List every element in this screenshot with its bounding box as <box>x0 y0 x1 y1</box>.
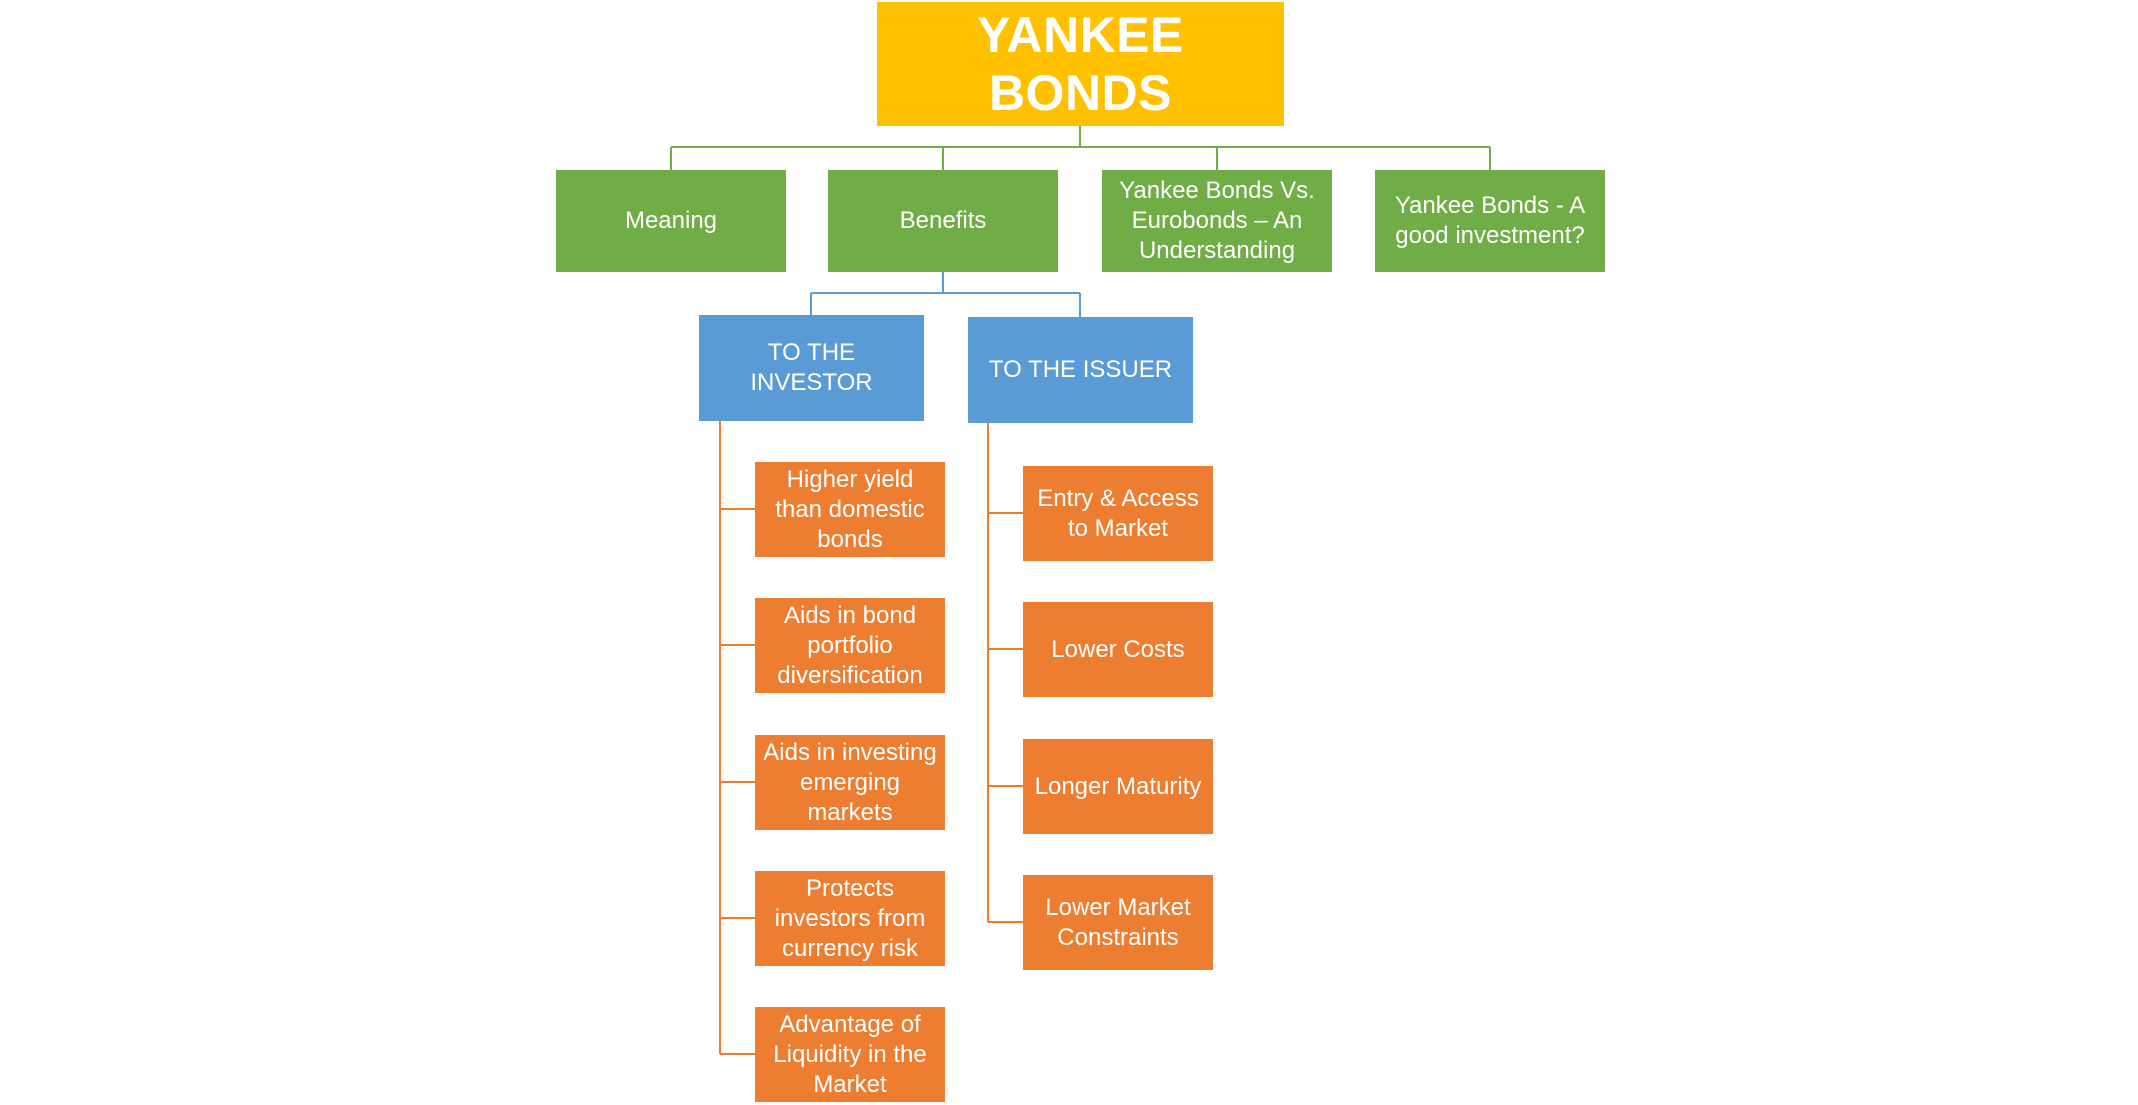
group-to-the-issuer: TO THE ISSUER <box>968 317 1193 423</box>
issuer-item-lower-constraints: Lower Market Constraints <box>1023 875 1213 970</box>
investor-item-emerging-markets: Aids in investing emerging markets <box>755 735 945 830</box>
topic-yankee-vs-eurobonds: Yankee Bonds Vs. Eurobonds – An Understa… <box>1102 170 1332 272</box>
investor-item-currency-risk: Protects investors from currency risk <box>755 871 945 966</box>
group-to-the-investor: TO THE INVESTOR <box>699 315 924 421</box>
issuer-item-market-access: Entry & Access to Market <box>1023 466 1213 561</box>
investor-item-portfolio-diversification: Aids in bond portfolio diversification <box>755 598 945 693</box>
root-node-title: YANKEE BONDS <box>877 2 1284 126</box>
investor-item-liquidity: Advantage of Liquidity in the Market <box>755 1007 945 1102</box>
issuer-item-longer-maturity: Longer Maturity <box>1023 739 1213 834</box>
root-topic-connectors <box>670 126 1491 170</box>
benefit-group-connectors <box>810 272 1081 317</box>
investor-item-higher-yield: Higher yield than domestic bonds <box>755 462 945 557</box>
topic-good-investment: Yankee Bonds - A good investment? <box>1375 170 1605 272</box>
topic-meaning: Meaning <box>556 170 786 272</box>
topic-benefits: Benefits <box>828 170 1058 272</box>
item-connectors <box>719 421 1023 1055</box>
issuer-item-lower-costs: Lower Costs <box>1023 602 1213 697</box>
